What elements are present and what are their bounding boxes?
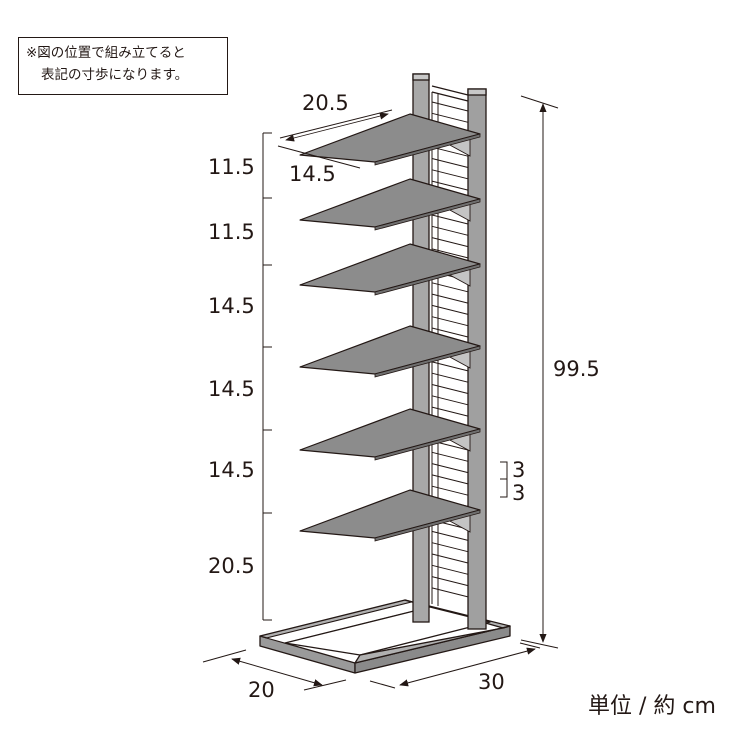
ladder-rung xyxy=(431,451,469,462)
dimension-lines xyxy=(202,95,559,691)
ladder-rung xyxy=(431,225,469,236)
assembly-note: ※図の位置で組み立てると 表記の寸歩になります。 xyxy=(18,37,228,95)
ladder-rung xyxy=(431,158,469,168)
shelf-width-label: 20.5 xyxy=(302,91,349,115)
gap-label-3: 14.5 xyxy=(208,294,255,318)
unit-label: 単位 / 約 cm xyxy=(588,694,716,719)
ladder-rung xyxy=(431,169,469,180)
ladder-rung xyxy=(431,542,469,553)
ladder-rung xyxy=(431,293,469,304)
ladder-rung xyxy=(431,406,469,417)
gap-label-1: 11.5 xyxy=(208,155,255,179)
ladder-rung xyxy=(431,282,469,293)
gap-label-2: 11.5 xyxy=(208,220,255,244)
ladder-rung xyxy=(431,576,469,587)
note-line-1: ※図の位置で組み立てると xyxy=(26,45,186,61)
ladder-rung xyxy=(431,237,469,248)
shelf-board xyxy=(299,408,481,461)
ladder-rung xyxy=(431,384,469,394)
ladder-rung xyxy=(431,112,469,123)
ladder-rung xyxy=(431,372,469,383)
ladder-rung xyxy=(431,564,469,575)
ladder-rung xyxy=(431,553,469,564)
ladder-rung xyxy=(431,304,469,315)
base-depth-label: 20 xyxy=(248,678,275,702)
base-width-label: 30 xyxy=(478,670,505,694)
shelf-board xyxy=(299,325,481,378)
shelf-board xyxy=(299,113,481,166)
gap-label-5: 14.5 xyxy=(208,458,255,482)
ladder-rung xyxy=(431,485,469,496)
ladder-rung xyxy=(431,587,469,598)
ladder-rung xyxy=(431,530,469,541)
gap-label-4: 14.5 xyxy=(208,377,255,401)
total-height-label: 99.5 xyxy=(553,357,600,381)
shelf-board xyxy=(299,489,481,542)
ladder-rung xyxy=(431,474,469,485)
gap-label-6: 20.5 xyxy=(208,554,255,578)
shelf-board xyxy=(299,178,481,231)
hole-pitch-label-2: 3 xyxy=(512,481,525,505)
note-line-2: 表記の寸歩になります。 xyxy=(41,67,189,83)
ladder-rung xyxy=(431,101,469,112)
ladder-rung xyxy=(431,463,469,474)
ladder-rung xyxy=(431,395,469,406)
ladder-rung xyxy=(431,316,469,327)
shelf-depth-label: 14.5 xyxy=(289,162,336,186)
shelf-board xyxy=(299,243,481,296)
hole-pitch-label-1: 3 xyxy=(512,458,525,482)
shelves xyxy=(299,113,481,542)
